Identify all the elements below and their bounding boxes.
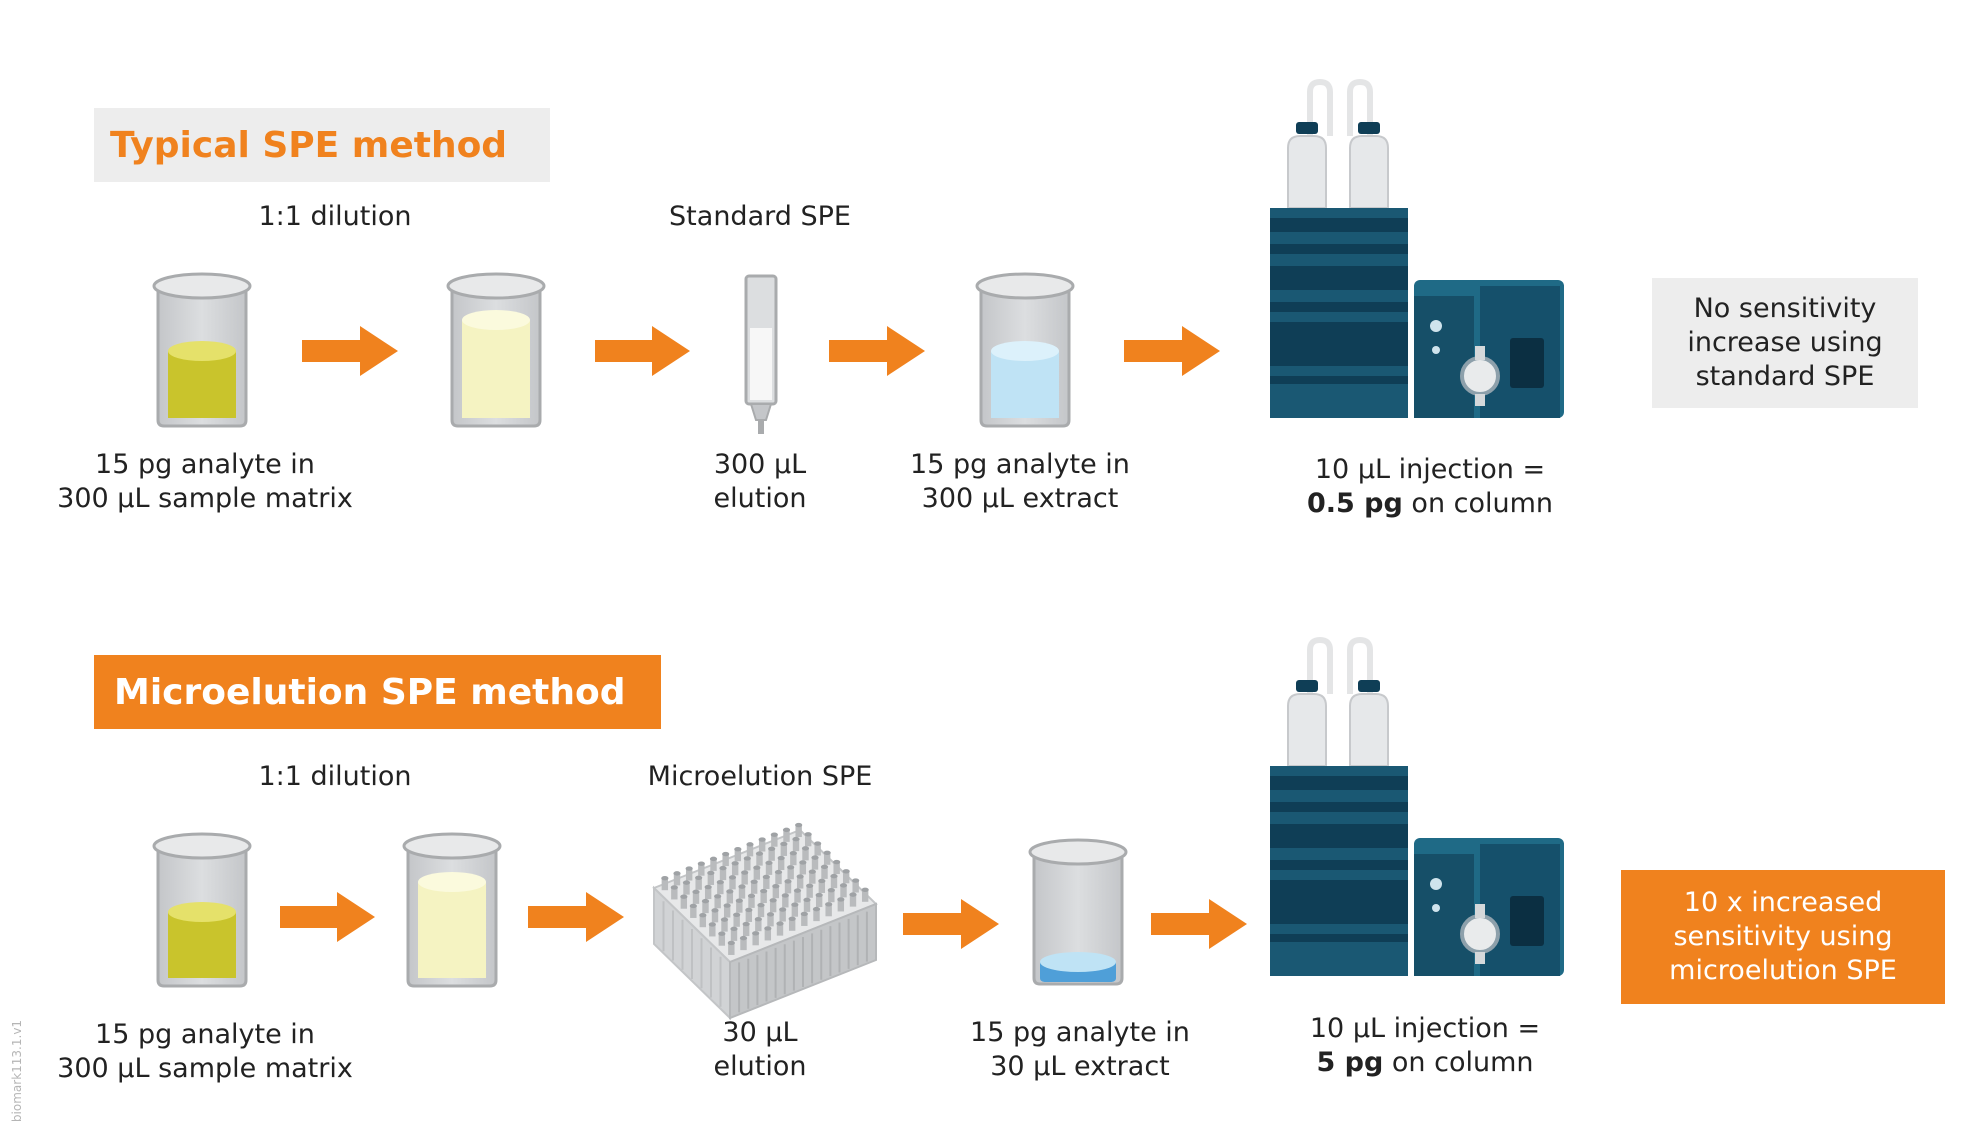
spe-cartridge-icon [744, 274, 778, 434]
arrow-right-icon [829, 326, 925, 376]
watermark: biomark113.1.v1 [10, 1019, 24, 1123]
arrow-right-icon [280, 892, 375, 942]
lc-instrument-icon [1270, 636, 1564, 976]
extract-label: 15 pg analyte in 30 μL extract [970, 1017, 1190, 1082]
elution-label: 300 μL elution [713, 449, 807, 514]
arrow-right-icon [1151, 899, 1247, 949]
sample-beaker-icon [152, 832, 252, 988]
arrow-right-icon [528, 892, 624, 942]
extract-label: 15 pg analyte in 300 μL extract [910, 449, 1130, 514]
sample-beaker-icon [152, 272, 252, 428]
arrow-right-icon [302, 326, 398, 376]
microelution-method-title: Microelution SPE method [94, 655, 661, 729]
typical-method-title: Typical SPE method [94, 108, 550, 182]
lc-instrument-icon [1270, 78, 1564, 418]
sample-label: 15 pg analyte in 300 μL sample matrix [57, 1019, 353, 1084]
diluted-beaker-icon [446, 272, 546, 428]
microelution-plate-icon [652, 822, 878, 1021]
extract-beaker-icon [975, 272, 1075, 428]
arrow-right-icon [903, 899, 999, 949]
injection-label: 10 μL injection = 5 pg on column [1309, 1013, 1541, 1078]
spe-step-label: Microelution SPE [647, 761, 873, 792]
arrow-right-icon [595, 326, 690, 376]
diluted-beaker-icon [402, 832, 502, 988]
sample-label: 15 pg analyte in 300 μL sample matrix [57, 449, 353, 514]
typical-result-box: No sensitivity increase using standard S… [1652, 278, 1918, 408]
spe-step-label: Standard SPE [669, 201, 851, 232]
elution-label: 30 μL elution [713, 1017, 807, 1082]
arrow-right-icon [1124, 326, 1220, 376]
dilution-step-label: 1:1 dilution [258, 761, 412, 792]
microelution-result-box: 10 x increased sensitivity using microel… [1621, 870, 1945, 1004]
injection-label: 10 μL injection = 0.5 pg on column [1306, 454, 1554, 519]
on-column-amount: 5 pg [1316, 1047, 1384, 1078]
dilution-step-label: 1:1 dilution [258, 201, 412, 232]
extract-beaker-icon [1028, 838, 1128, 986]
on-column-amount: 0.5 pg [1306, 488, 1403, 519]
